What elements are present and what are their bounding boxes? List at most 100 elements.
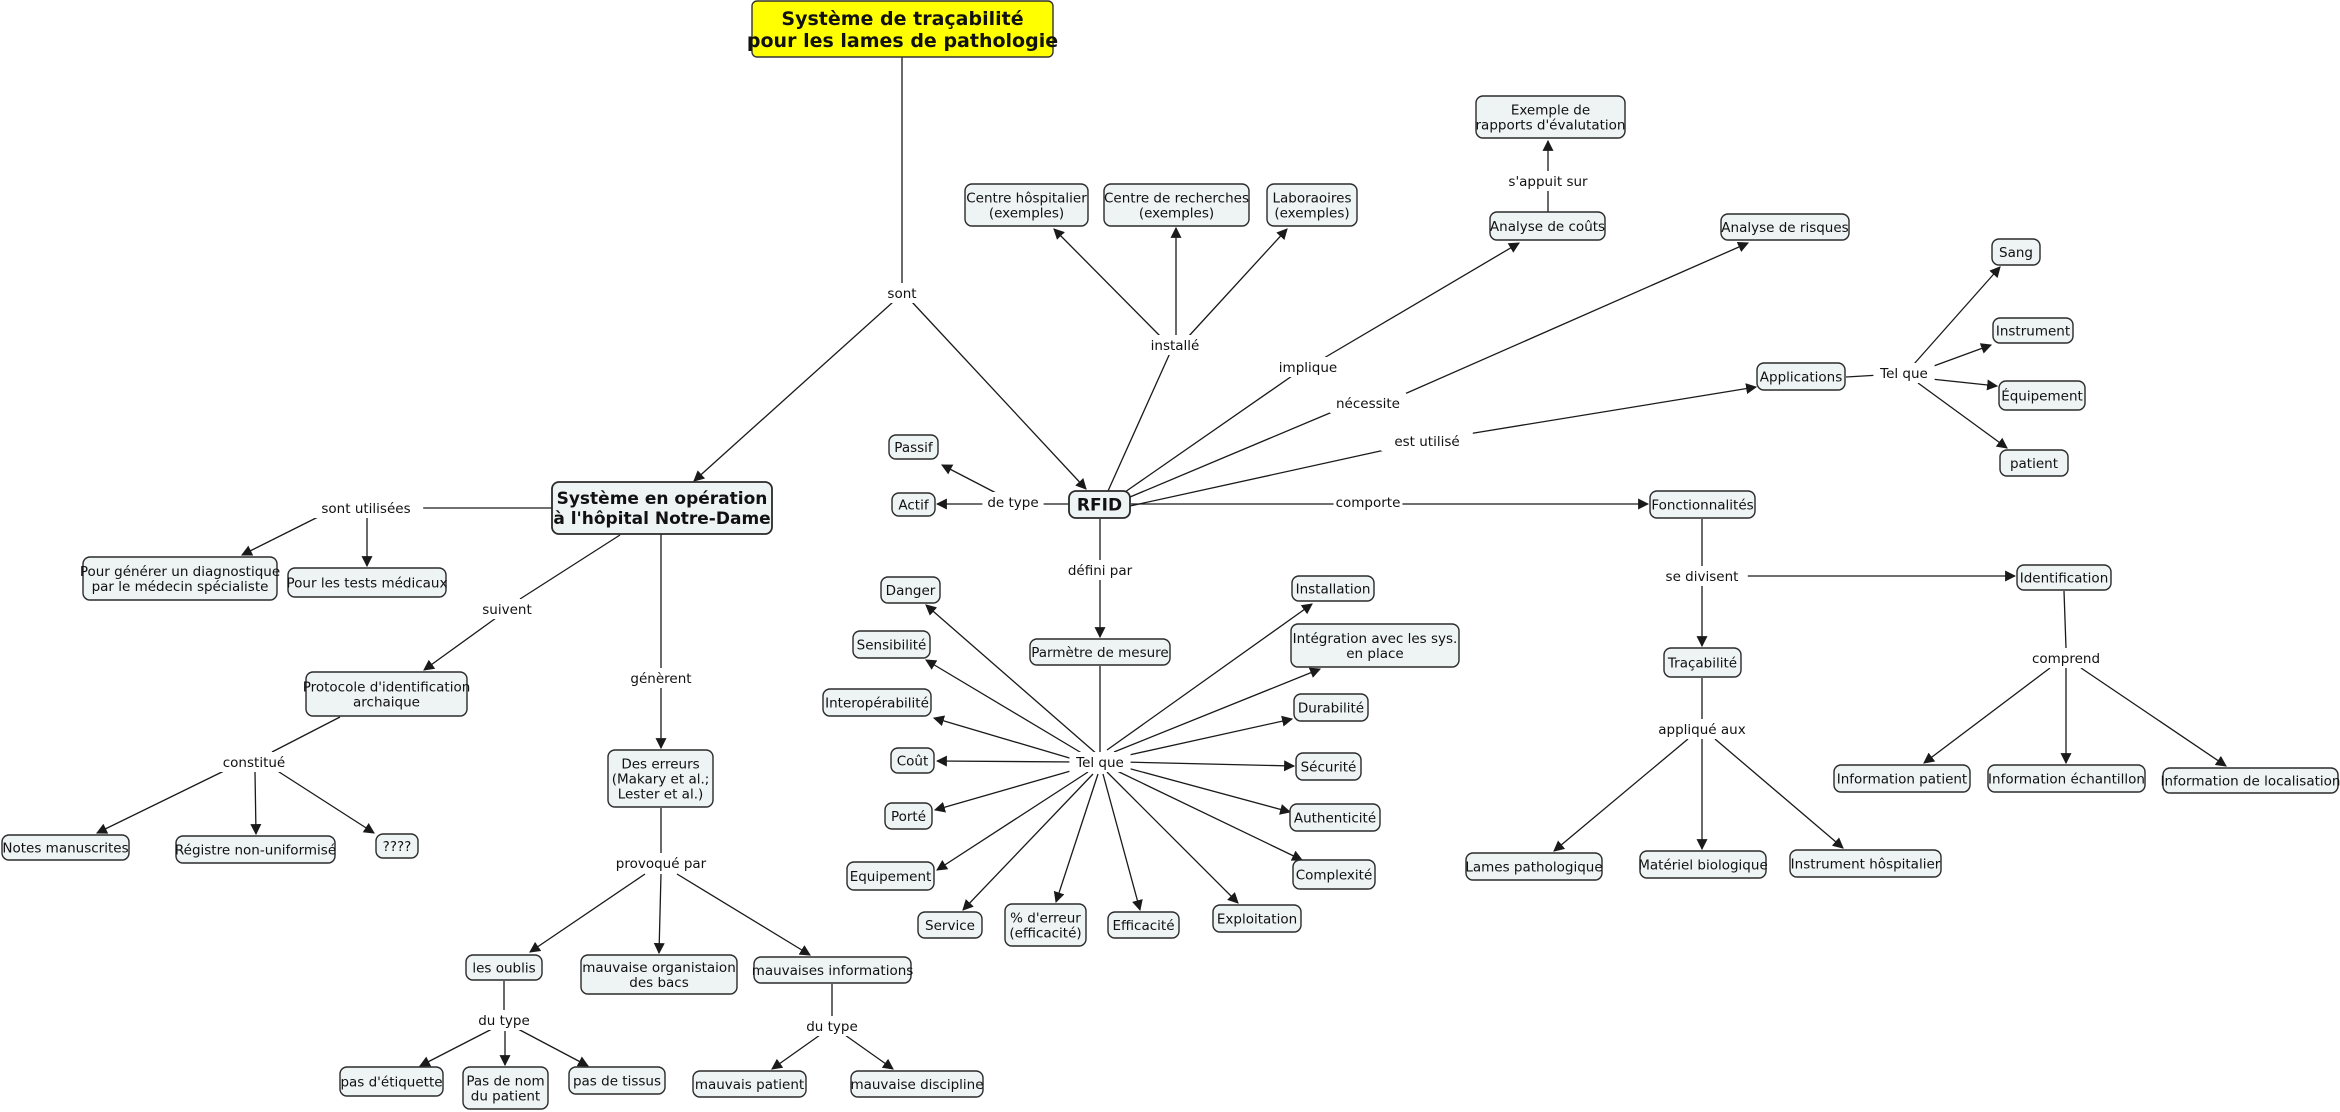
- concept-node-text: Centre hôspitalier: [966, 190, 1087, 206]
- concept-node-patient[interactable]: patient: [1999, 449, 2069, 477]
- concept-node-text: Passif: [894, 440, 934, 456]
- link-label-text: génèrent: [630, 671, 691, 687]
- concept-node-param[interactable]: Parmètre de mesure: [1029, 638, 1171, 666]
- concept-node-risques[interactable]: Analyse de risques: [1720, 213, 1850, 241]
- concept-node-text: archaique: [353, 694, 420, 710]
- concept-node-text: Intégration avec les sys.: [1293, 631, 1458, 647]
- concept-node-labo[interactable]: Laboraoires(exemples): [1266, 183, 1358, 227]
- arrow-connector: [1323, 242, 1520, 359]
- arrow-connector: [1113, 667, 1322, 753]
- concept-node-actif[interactable]: Actif: [891, 492, 936, 517]
- concept-node-infoloc[interactable]: Information de localisation: [2161, 767, 2340, 794]
- concept-node-ident[interactable]: Identification: [2016, 564, 2112, 591]
- concept-node-qqq[interactable]: ????: [375, 833, 419, 859]
- concept-node-danger[interactable]: Danger: [880, 576, 941, 604]
- concept-node-equip[interactable]: Équipement: [1998, 380, 2086, 411]
- concept-node-notes[interactable]: Notes manuscrites: [1, 834, 130, 861]
- concept-node-complex[interactable]: Complexité: [1292, 859, 1376, 890]
- concept-node-perr[interactable]: % d'erreur(efficacité): [1004, 903, 1087, 947]
- concept-node-oublis[interactable]: les oublis: [465, 954, 543, 981]
- arrow-connector: [771, 1034, 821, 1070]
- arrow-connector: [1102, 773, 1143, 912]
- concept-node-couts[interactable]: Analyse de coûts: [1489, 211, 1606, 241]
- arrow-connector: [941, 464, 999, 495]
- concept-node-mpat[interactable]: mauvais patient: [692, 1070, 807, 1098]
- link-label-appuie: s'appuit sur: [1498, 171, 1598, 191]
- concept-node-minfo[interactable]: mauvaises informations: [752, 956, 914, 984]
- concept-node-appli[interactable]: Applications: [1756, 362, 1846, 391]
- concept-node-matbio[interactable]: Matériel biologique: [1638, 850, 1768, 879]
- concept-node-tests[interactable]: Pour les tests médicaux: [287, 567, 448, 598]
- arrow-connector: [529, 873, 646, 953]
- link-label-text: suivent: [482, 602, 532, 618]
- link-label-text: appliqué aux: [1658, 722, 1745, 738]
- concept-node-fonct[interactable]: Fonctionnalités: [1649, 490, 1756, 519]
- concept-node-text: par le médecin spécialiste: [92, 579, 269, 595]
- concept-node-mdisc[interactable]: mauvaise discipline: [850, 1070, 984, 1098]
- link-label-comporte: comporte: [1333, 492, 1403, 512]
- concept-node-text: ????: [383, 839, 412, 855]
- arrow-connector: [933, 767, 1082, 813]
- concept-node-effic[interactable]: Efficacité: [1107, 911, 1180, 939]
- concept-node-secur[interactable]: Sécurité: [1295, 752, 1362, 781]
- concept-node-text: Instrument: [1996, 323, 2070, 339]
- concept-node-authent[interactable]: Authenticité: [1289, 803, 1381, 832]
- concept-node-text: pas d'étiquette: [340, 1074, 442, 1090]
- concept-node-service[interactable]: Service: [917, 911, 983, 939]
- concept-node-chosp[interactable]: Centre hôspitalier(exemples): [964, 183, 1089, 227]
- arrow-connector: [1553, 738, 1689, 852]
- concept-node-trac[interactable]: Traçabilité: [1663, 647, 1742, 678]
- concept-node-registre[interactable]: Régistre non-uniformisé: [175, 835, 336, 864]
- concept-node-infoech[interactable]: Information échantillon: [1987, 764, 2146, 793]
- concept-node-etiq[interactable]: pas d'étiquette: [339, 1066, 444, 1097]
- concept-node-rfid[interactable]: RFID: [1068, 490, 1131, 519]
- link-label-sont: sont: [882, 283, 922, 303]
- concept-node-passif[interactable]: Passif: [888, 434, 939, 460]
- link-label-text: comporte: [1336, 495, 1401, 511]
- concept-node-text: Analyse de risques: [1721, 220, 1848, 236]
- concept-node-text: Installation: [1296, 581, 1371, 597]
- concept-node-text: Sang: [1999, 245, 2033, 261]
- concept-node-cout[interactable]: Coût: [890, 747, 935, 774]
- concept-node-text: pas de tissus: [573, 1073, 661, 1089]
- arrow-connector: [1461, 383, 1758, 436]
- concept-node-text: Information de localisation: [2161, 773, 2340, 789]
- arrow-connector: [693, 301, 894, 482]
- concept-node-insthosp[interactable]: Instrument hôspitalier: [1789, 849, 1942, 878]
- concept-node-text: Coût: [897, 753, 929, 769]
- link-label-divisent: se divisent: [1656, 566, 1748, 586]
- link-label-telque1: Tel que: [1873, 363, 1935, 383]
- concept-node-interop[interactable]: Interopérabilité: [822, 688, 932, 717]
- concept-node-tissus[interactable]: pas de tissus: [568, 1066, 666, 1095]
- concept-node-text: Équipement: [2001, 387, 2083, 404]
- concept-node-instr[interactable]: Instrument: [1992, 317, 2074, 344]
- concept-node-sensib[interactable]: Sensibilité: [852, 630, 931, 659]
- link-label-text: Tel que: [1075, 755, 1124, 771]
- concept-node-text: Authenticité: [1294, 810, 1376, 826]
- concept-node-text: mauvaise organistaion: [582, 960, 736, 976]
- concept-node-durab[interactable]: Durabilité: [1293, 693, 1369, 722]
- link-label-text: du type: [806, 1019, 858, 1035]
- arrow-connector: [1053, 228, 1163, 339]
- concept-node-install[interactable]: Installation: [1291, 575, 1375, 602]
- concept-node-equipement[interactable]: Equipement: [846, 861, 935, 891]
- concept-node-integ[interactable]: Intégration avec les sys.en place: [1290, 623, 1460, 668]
- concept-node-sang[interactable]: Sang: [1991, 238, 2041, 266]
- concept-node-crech[interactable]: Centre de recherches(exemples): [1103, 183, 1250, 227]
- concept-node-text: les oublis: [472, 960, 535, 976]
- concept-node-text: Information patient: [1837, 771, 1967, 787]
- concept-node-porte[interactable]: Porté: [884, 802, 933, 830]
- concept-node-lames[interactable]: Lames pathologique: [1465, 852, 1603, 881]
- concept-node-infopat[interactable]: Information patient: [1833, 764, 1971, 793]
- concept-node-exploit[interactable]: Exploitation: [1212, 904, 1302, 933]
- concept-node-erreurs[interactable]: Des erreurs(Makary et al.;Lester et al.): [607, 749, 714, 808]
- concept-node-text: Système en opération: [557, 489, 768, 509]
